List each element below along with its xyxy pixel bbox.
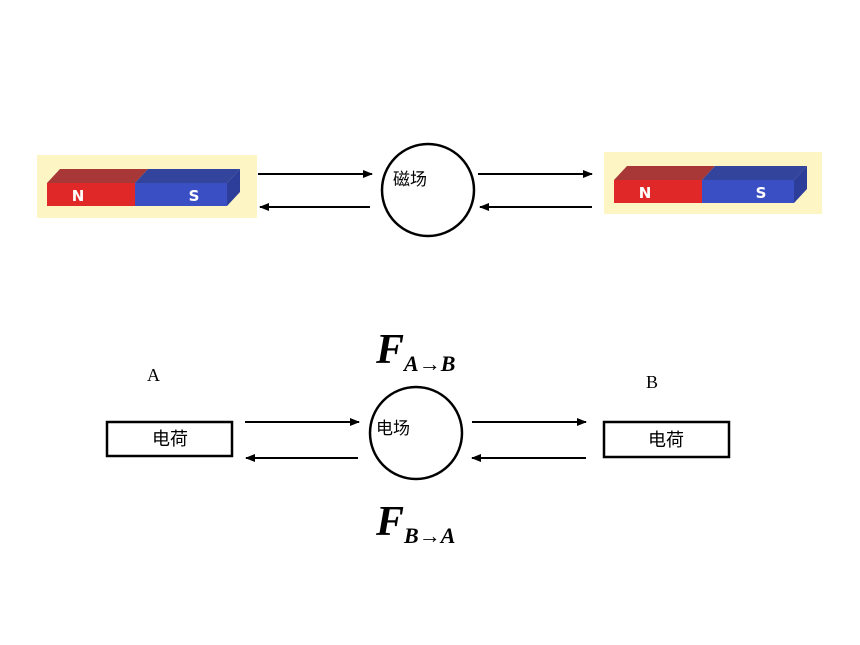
right-magnet-south-top	[702, 166, 807, 180]
label-a: A	[147, 365, 160, 385]
charge-right-box	[602, 420, 731, 459]
label-b: B	[646, 372, 658, 392]
force-b-to-a-subscript: B→A	[403, 523, 455, 548]
left-magnet-south-face	[135, 183, 227, 206]
charge-left-label: 电荷	[152, 429, 188, 450]
right-magnet-north-top	[614, 166, 715, 180]
right-magnet-south-label: S	[756, 184, 767, 202]
right-magnet-south-face	[702, 180, 794, 203]
force-a-to-b: FA→B	[375, 327, 455, 376]
magnetic-field-label: 磁场	[393, 170, 427, 190]
charge-right-label: 电荷	[648, 430, 684, 451]
force-b-to-a-symbol: F	[375, 499, 404, 545]
left-magnet-north-face	[47, 183, 135, 206]
left-magnet: N S	[37, 155, 257, 218]
left-magnet-south-top	[135, 169, 240, 183]
force-a-to-b-subscript: A→B	[402, 351, 455, 376]
left-magnet-south-label: S	[189, 187, 200, 205]
electric-field-circle	[368, 385, 464, 481]
force-b-to-a: FB→A	[375, 499, 455, 548]
left-magnet-side	[227, 169, 240, 206]
magnetic-field-circle	[380, 142, 476, 238]
right-magnet-side	[794, 166, 807, 203]
charge-left-box	[105, 420, 234, 458]
right-magnet: N S	[604, 152, 822, 214]
force-a-to-b-symbol: F	[375, 327, 404, 373]
right-magnet-north-face	[614, 180, 702, 203]
left-magnet-north-top	[47, 169, 148, 183]
right-magnet-north-label: N	[639, 184, 652, 202]
electric-field-label: 电场	[376, 419, 410, 439]
left-magnet-north-label: N	[72, 187, 85, 205]
